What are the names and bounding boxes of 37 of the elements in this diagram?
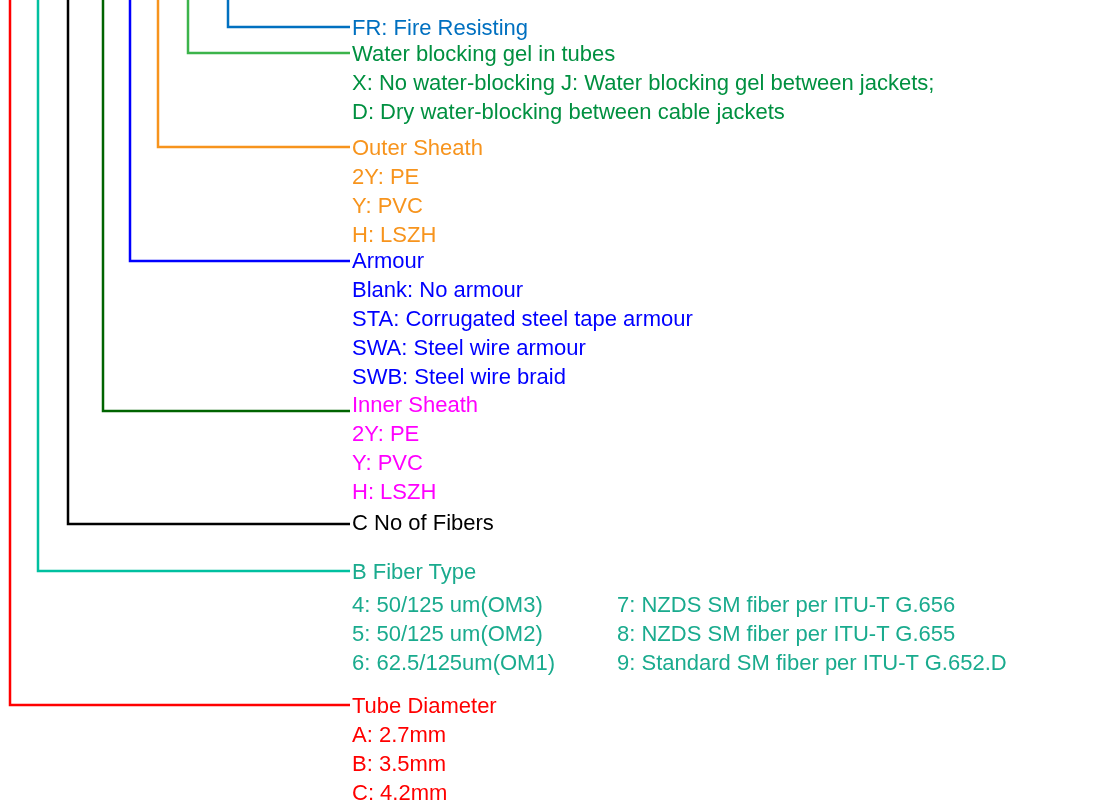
- option-heading: C No of Fibers: [352, 509, 494, 537]
- option-item: 4: 50/125 um(OM3): [352, 591, 543, 619]
- leader-line: [66, 0, 350, 526]
- option-item: SWB: Steel wire braid: [352, 363, 567, 391]
- leader-line: [186, 0, 350, 55]
- option-item: 2Y: PE: [352, 163, 421, 191]
- option-heading: B Fiber Type: [352, 558, 477, 586]
- option-heading: Outer Sheath: [352, 134, 483, 162]
- option-item: A: 2.7mm: [352, 721, 448, 749]
- leader-line: [128, 0, 350, 263]
- leader-line: [101, 0, 350, 413]
- option-note: D: Dry water-blocking between cable jackets: [352, 98, 786, 126]
- option-heading: Water blocking gel in tubes: [352, 40, 617, 68]
- fire-rating-note: FR: Fire Resisting: [352, 14, 529, 42]
- option-item: STA: Corrugated steel tape armour: [352, 305, 693, 333]
- option-item: 7: NZDS SM fiber per ITU-T G.656: [617, 591, 956, 619]
- option-item: B: 3.5mm: [352, 750, 448, 778]
- option-item: 8: NZDS SM fiber per ITU-T G.655: [617, 620, 956, 648]
- leader-line: [8, 0, 350, 707]
- option-heading: Inner Sheath: [352, 391, 478, 419]
- option-item: 2Y: PE: [352, 420, 421, 448]
- leader-line: [156, 0, 350, 149]
- option-item: H: LSZH: [352, 478, 438, 506]
- option-item: H: LSZH: [352, 221, 438, 249]
- option-note: X: No water-blocking J: Water blocking gel between jackets;: [352, 69, 935, 97]
- option-heading: Tube Diameter: [352, 692, 497, 720]
- option-item: 9: Standard SM fiber per ITU-T G.652.D: [617, 649, 1007, 677]
- option-item: C: 4.2mm: [352, 779, 449, 807]
- option-item: Y: PVC: [352, 192, 424, 220]
- option-item: Blank: No armour: [352, 276, 525, 304]
- leader-line: [36, 0, 350, 573]
- option-heading: Armour: [352, 247, 426, 275]
- option-item: SWA: Steel wire armour: [352, 334, 587, 362]
- option-item: 5: 50/125 um(OM2): [352, 620, 543, 648]
- option-item: Y: PVC: [352, 449, 424, 477]
- option-item: 6: 62.5/125um(OM1): [352, 649, 555, 677]
- leader-line: [226, 0, 350, 29]
